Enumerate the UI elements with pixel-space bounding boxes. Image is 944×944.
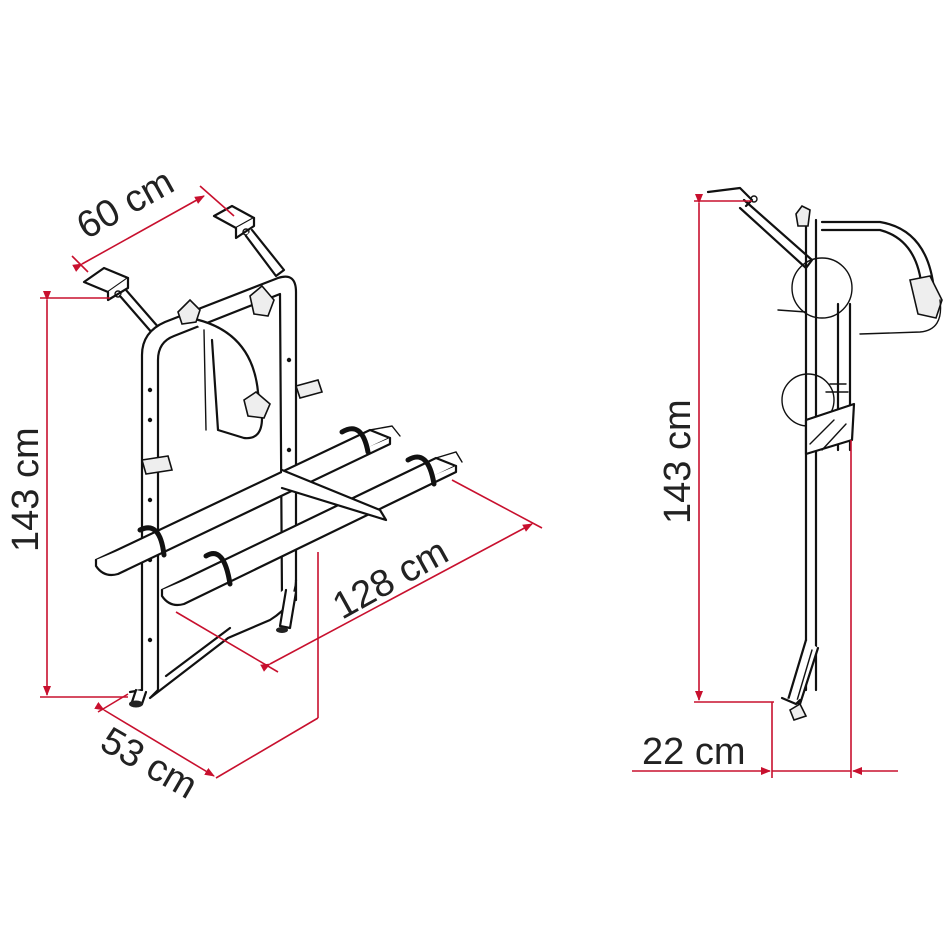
- dim-label-128cm: 128 cm: [326, 531, 455, 628]
- dim-label-22cm: 22 cm: [642, 731, 745, 773]
- dim-label-143cm-front: 143 cm: [5, 427, 47, 552]
- dim-60cm: 60 cm: [70, 161, 235, 273]
- dim-label-53cm: 53 cm: [94, 719, 205, 807]
- dim-143cm-front: 143 cm: [5, 291, 128, 698]
- dim-label-143cm-side: 143 cm: [657, 399, 699, 524]
- mounting-bracket-right: [212, 204, 286, 278]
- dim-143cm-side: 143 cm: [657, 194, 774, 703]
- dim-22cm: 22 cm: [632, 440, 898, 778]
- wheel-rail-1: [94, 425, 401, 577]
- cross-brace: [280, 468, 388, 522]
- front-view-drawing: [82, 204, 463, 708]
- dim-label-60cm: 60 cm: [70, 161, 181, 248]
- frame-holder-arm: [140, 284, 324, 475]
- side-view-drawing: [706, 186, 943, 721]
